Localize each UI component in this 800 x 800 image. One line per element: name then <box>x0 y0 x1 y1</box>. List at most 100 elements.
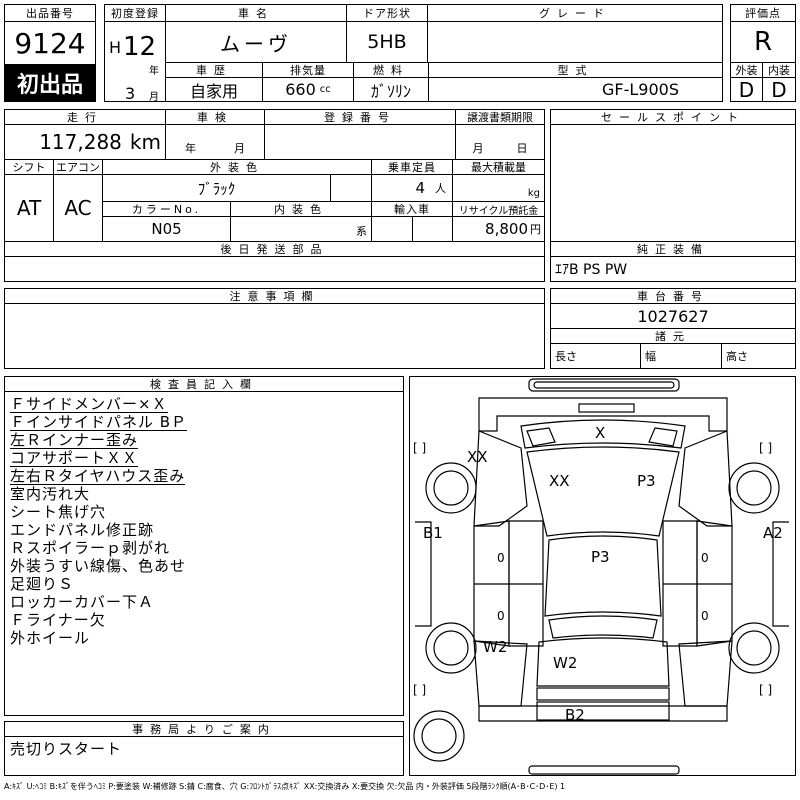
color-value: ﾌﾞﾗｯｸ <box>102 174 331 202</box>
mark-left-rear: W2 <box>483 638 507 656</box>
left-front-fender-shape <box>473 430 528 527</box>
inspector-note-text: Ｆインサイドパネル BＰ <box>10 413 188 431</box>
mark-cabin: P3 <box>591 548 610 566</box>
office-text: 売切りスタート <box>10 740 123 758</box>
later-area <box>4 256 545 282</box>
inspector-note-text: Ｆライナー欠 <box>10 611 106 629</box>
inspection-value: 年 月 <box>165 124 265 160</box>
colorno-value: N05 <box>102 216 231 242</box>
rear-hatch-shape <box>536 637 670 687</box>
inspector-note: 左Ｒインナー歪み <box>10 431 210 449</box>
office-area <box>4 736 404 776</box>
inspector-note: ロッカーカバー下Ａ <box>10 593 210 611</box>
inspector-note: Ｆライナー欠 <box>10 611 210 629</box>
interior-label: 内装色 <box>230 201 372 217</box>
reg-year: 12 <box>123 32 157 62</box>
color-label: 外装色 <box>102 159 372 175</box>
windshield-shape <box>520 419 686 449</box>
transfer-day: 日 <box>516 142 528 155</box>
recycle-label: リサイクル預託金 <box>452 201 545 217</box>
inspector-note-text: Ｒスポイラーｐ剥がれ <box>10 539 171 557</box>
seats-value: 4 人 <box>371 174 453 202</box>
inspector-label: 検査員記入欄 <box>4 376 404 392</box>
color-extra <box>330 174 372 202</box>
length-cell: 長さ <box>550 343 641 369</box>
reg-month: 3 <box>125 84 136 102</box>
shift-label: シフト <box>4 159 54 175</box>
inspector-note: 室内汚れ大 <box>10 485 210 503</box>
caution-label: 注意事項欄 <box>4 288 545 304</box>
recycle-unit: 円 <box>530 223 541 236</box>
bracket-right-front: [ ] <box>759 441 772 455</box>
inspector-note: シート焦げ穴 <box>10 503 210 521</box>
transfer-label: 譲渡書類期限 <box>455 109 545 125</box>
inspector-note-text: 室内汚れ大 <box>10 485 91 503</box>
ext-label: 外装 <box>730 62 763 78</box>
model-label: 型式 <box>428 62 723 78</box>
displacement-number: 660 <box>285 80 316 99</box>
plate-value <box>264 124 456 160</box>
score-value: R <box>730 21 796 63</box>
zero-left-2: 0 <box>497 609 505 623</box>
inspector-note-text: コアサポートＸＸ <box>10 449 139 467</box>
door-label: ドア形状 <box>346 4 428 22</box>
mark-left-front: XX <box>467 448 488 466</box>
ac-value: AC <box>53 174 103 242</box>
seats-label: 乗車定員 <box>371 159 453 175</box>
wheel-front-right <box>728 462 780 514</box>
chassis-label: 車台番号 <box>550 288 796 304</box>
mark-roof-left: XX <box>549 472 570 490</box>
sales-label: セールスポイント <box>550 109 796 125</box>
caution-area <box>4 303 545 369</box>
lot-label: 出品番号 <box>4 4 96 22</box>
load-label: 最大積載量 <box>452 159 545 175</box>
zero-left-1: 0 <box>497 551 505 565</box>
fuel-label: 燃料 <box>353 62 429 78</box>
reg-month-unit: 月 <box>149 92 159 102</box>
displacement-label: 排気量 <box>262 62 354 78</box>
sales-area <box>550 124 796 242</box>
right-rear-fender-shape <box>678 640 733 707</box>
wheel-front-left <box>425 462 477 514</box>
int-label: 内装 <box>762 62 796 78</box>
height-cell: 高さ <box>721 343 796 369</box>
shift-value: AT <box>4 174 54 242</box>
inspection-year: 年 <box>185 142 196 155</box>
displacement-value: 660 cc <box>262 77 354 102</box>
displacement-unit: cc <box>319 84 331 95</box>
reg-date: H 12 年 3 月 <box>104 21 166 102</box>
bracket-left-rear: [ ] <box>413 683 426 697</box>
bracket-left-front: [ ] <box>413 441 426 455</box>
inspector-area <box>4 391 404 716</box>
lot-number: 9124 <box>4 21 96 65</box>
mark-roof-right: P3 <box>637 472 656 490</box>
front-panel-shape <box>478 397 728 432</box>
grade-label: グレード <box>427 4 723 22</box>
mileage-value: 117,288 km <box>4 124 166 160</box>
import-value-b <box>412 216 453 242</box>
mileage-number: 117,288 <box>39 130 122 154</box>
inspector-note-text: 外ホイール <box>10 629 91 647</box>
zero-right-2: 0 <box>701 609 709 623</box>
reg-era: H <box>109 38 122 57</box>
right-front-fender-shape <box>678 430 733 527</box>
plate-label: 登録番号 <box>264 109 456 125</box>
equip-label: 純正装備 <box>550 241 796 257</box>
office-label: 事務局よりご案内 <box>4 721 404 737</box>
inspector-note-text: エンドパネル修正跡 <box>10 521 155 539</box>
mark-rear-hatch: W2 <box>553 654 577 672</box>
front-bumper-shape <box>528 378 680 392</box>
equip-value: ｴｱB PS PW <box>550 256 796 282</box>
inspector-note: 外ホイール <box>10 629 210 647</box>
inspector-note-text: 左右Ｒタイヤハウス歪み <box>10 467 186 485</box>
inspector-note-text: 足廻りＳ <box>10 575 75 593</box>
seats-unit: 人 <box>435 182 446 195</box>
inspector-note: 足廻りＳ <box>10 575 210 593</box>
score-label: 評価点 <box>730 4 796 22</box>
mileage-label: 走行 <box>4 109 166 125</box>
inspector-note: Ｆインサイドパネル BＰ <box>10 413 210 431</box>
inspector-note-text: Ｆサイドメンバー×Ｘ <box>10 395 168 413</box>
inspector-note-text: ロッカーカバー下Ａ <box>10 593 155 611</box>
inspector-note-text: 外装うすい線傷、色あせ <box>10 557 187 575</box>
